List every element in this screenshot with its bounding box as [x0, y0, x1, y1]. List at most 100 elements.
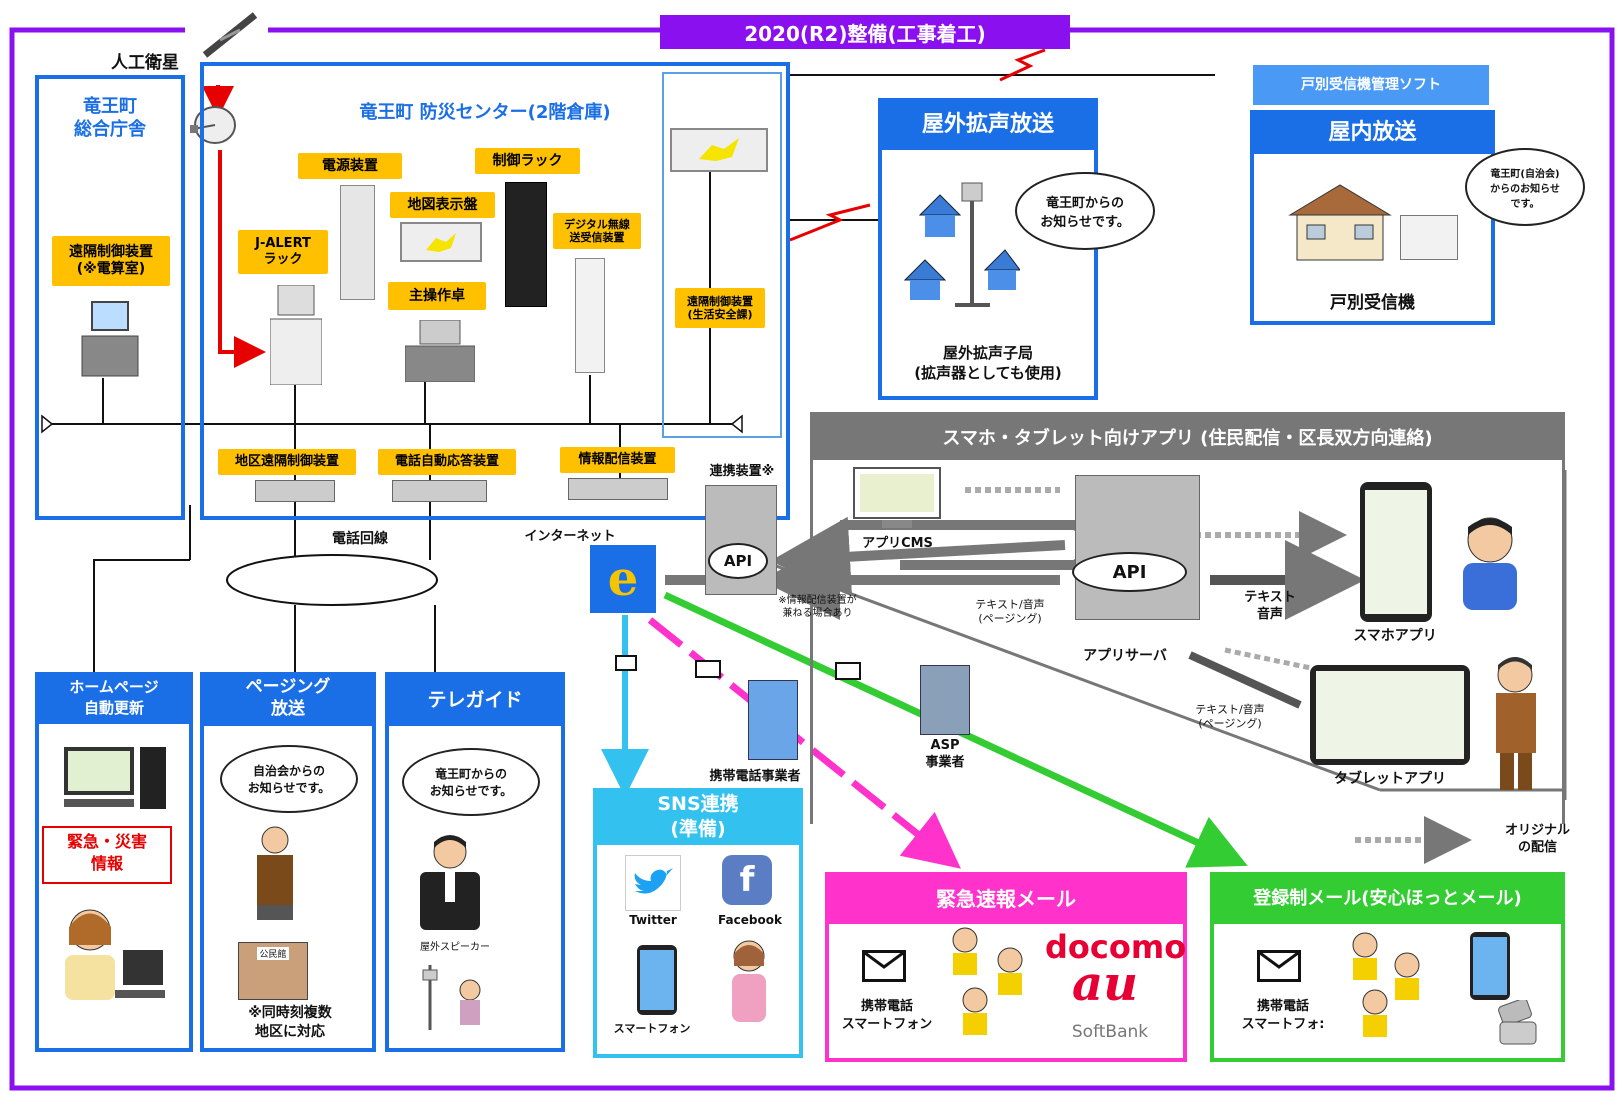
text-voice-1-line2: (ページング) — [978, 611, 1042, 625]
app-server-label: アプリサーバ — [1083, 648, 1167, 664]
app-server-api-badge: API — [1072, 552, 1187, 592]
registered-mail-device-label: 携帯電話 スマートフォ: — [1228, 998, 1338, 1033]
map-display-icon — [400, 222, 482, 262]
header-title: 2020(R2)整備(工事着工) — [744, 21, 986, 46]
app-cms-label: アプリCMS — [862, 536, 933, 551]
registered-mail-envelope-icon — [1257, 950, 1301, 982]
house-icon — [1285, 180, 1395, 265]
phone-auto-icon — [392, 480, 487, 502]
remote-control-device-office: 遠隔制御装置 (※電算室) — [52, 236, 170, 286]
jalert-line2: ラック — [263, 252, 303, 267]
mail-icon-2 — [695, 660, 721, 678]
paging-bubble-line2: お知らせです。 — [247, 781, 331, 795]
paging-note: ※同時刻複数 地区に対応 — [205, 1004, 375, 1042]
flip-phone-icon — [1490, 998, 1545, 1048]
people-group-icon-2 — [1345, 930, 1430, 1040]
paging-note-line2: 地区に対応 — [255, 1023, 325, 1040]
outdoor-speaker-label: 屋外スピーカー — [420, 942, 490, 953]
tablet-app-label: タブレットアプリ — [1334, 771, 1446, 787]
asp-line2: 事業者 — [925, 754, 965, 770]
carrier-building-icon — [748, 680, 798, 760]
person-tablet-icon — [1488, 655, 1543, 790]
ryuo-office-title-line2: 総合庁舎 — [74, 119, 146, 141]
dish-antenna-icon — [185, 103, 240, 151]
outdoor-speaker-scene-icon — [415, 960, 495, 1032]
jalert-rack-label: J-ALERT ラック — [238, 230, 328, 274]
emergency-mail-title: 緊急速報メール — [827, 874, 1185, 924]
original-delivery-label: オリジナル の配信 — [1490, 823, 1585, 857]
teleguide-bubble-line2: お知らせです。 — [429, 784, 513, 798]
emergency-device-line2: スマートフォン — [841, 1016, 933, 1032]
outdoor-sub-line2: (拡声器としても使用) — [914, 364, 1062, 383]
mail-icon-3 — [835, 662, 861, 680]
indoor-speech-bubble: 竜王町(自治会) からのお知らせ です。 — [1465, 148, 1585, 226]
homepage-title: ホームページ 自動更新 — [37, 674, 191, 724]
relay-note-line2: 兼ねる場合あり — [782, 607, 853, 619]
indoor-broadcast-title: 屋内放送 — [1252, 112, 1493, 154]
disaster-center-box — [200, 62, 790, 520]
control-rack-icon — [505, 182, 547, 307]
homepage-pc-icon — [62, 745, 170, 811]
community-hall-sign: 公民館 — [257, 947, 289, 960]
app-server-icon — [1075, 475, 1200, 620]
emergency-mail-device-label: 携帯電話 スマートフォン — [832, 998, 942, 1033]
satellite-label: 人工衛星 — [111, 53, 179, 73]
outdoor-broadcast-title: 屋外拡声放送 — [880, 100, 1096, 150]
digital-radio-label: デジタル無線 送受信装置 — [553, 213, 641, 249]
paging-title: ページング 放送 — [202, 674, 374, 726]
app-section-box — [810, 412, 1565, 460]
emergency-info-line2: 情報 — [90, 854, 123, 874]
text-voice-label-3: テキスト/音声 (ページング) — [1180, 703, 1280, 731]
relay-api-badge: API — [708, 543, 768, 579]
tablet-app-icon — [1310, 665, 1470, 765]
woman-phone-icon — [722, 938, 777, 1023]
digital-radio-icon — [575, 258, 605, 373]
map-display-label: 地図表示盤 — [390, 192, 495, 218]
facebook-icon: f — [722, 855, 772, 905]
homepage-title-line1: ホームページ — [69, 678, 159, 696]
control-rack-label: 制御ラック — [475, 148, 580, 174]
emergency-device-line1: 携帯電話 — [860, 999, 913, 1014]
smartphone-app-icon — [1360, 482, 1432, 622]
main-console-label: 主操作卓 — [388, 282, 486, 310]
text-voice-label-2: テキスト 音声 — [1230, 590, 1310, 624]
internet-explorer-icon: e — [590, 545, 656, 613]
outdoor-bubble-line1: 竜王町からの — [1045, 196, 1124, 211]
mail-icon-1 — [615, 655, 637, 671]
ryuo-office-title-line1: 竜王町 — [83, 96, 137, 117]
outdoor-speech-bubble: 竜王町からの お知らせです。 — [1015, 172, 1155, 250]
sns-title-line2: (準備) — [670, 817, 726, 840]
remote-device-office-line2: (※電算室) — [76, 261, 146, 277]
outdoor-speaker-icon — [900, 175, 1021, 315]
indoor-receiver-label: 戸別受信機 — [1330, 293, 1415, 313]
paging-title-line1: ページング — [245, 677, 331, 697]
asp-line1: ASP — [930, 738, 960, 753]
person-smartphone-icon — [1455, 515, 1525, 610]
jalert-rack-icon — [269, 284, 323, 386]
community-hall-icon: 公民館 — [238, 942, 308, 1000]
center-inner-box — [662, 72, 782, 438]
text-voice-1-line1: テキスト/音声 — [975, 598, 1045, 611]
twitter-icon — [625, 855, 681, 911]
relay-note: ※情報配信装置が 兼ねる場合あり — [755, 595, 880, 620]
docomo-logo: docomo — [1045, 928, 1187, 966]
area-remote-icon — [255, 480, 335, 502]
au-logo: au — [1072, 956, 1138, 1012]
outdoor-sub-line1: 屋外拡声子局 — [942, 344, 1033, 362]
original-line2: の配信 — [1517, 839, 1557, 855]
satellite-icon — [200, 10, 260, 60]
receiver-software-label: 戸別受信機管理ソフト — [1253, 65, 1489, 105]
phone-man-icon — [405, 832, 500, 932]
smartphone-app-label: スマホアプリ — [1353, 628, 1437, 644]
app-section-title: スマホ・タブレット向けアプリ (住民配信・区長双方向連絡) — [942, 428, 1433, 449]
power-unit-label: 電源装置 — [298, 153, 402, 179]
softbank-logo: SoftBank — [1071, 1022, 1149, 1042]
paging-bubble-line1: 自治会からの — [252, 764, 325, 778]
sns-smartphone-label: スマートフォン — [613, 1022, 691, 1035]
area-remote-label: 地区遠隔制御装置 — [218, 449, 356, 475]
outdoor-bubble-line2: お知らせです。 — [1040, 215, 1130, 230]
internet-label: インターネット — [524, 529, 616, 544]
remote-device-office-line1: 遠隔制御装置 — [69, 244, 153, 261]
speaker-man-icon — [245, 825, 305, 925]
emergency-mail-envelope-icon — [862, 950, 906, 982]
